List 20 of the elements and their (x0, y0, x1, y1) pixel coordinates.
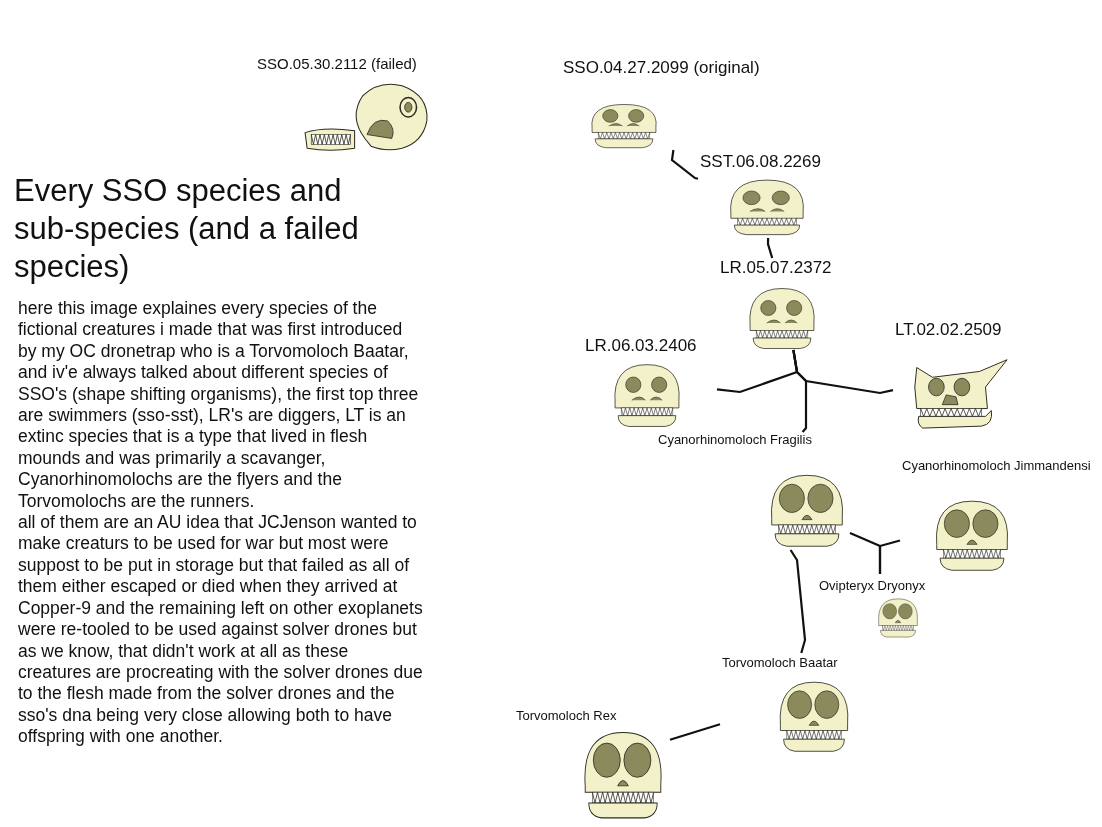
species-label: SST.06.08.2269 (700, 152, 821, 173)
species-label: Cyanorhinomoloch Fragilis (658, 432, 812, 448)
description-paragraph: here this image explaines every species of the fictional creatures i made that was first introduced by my OC dronetrap who is a Torvomoloch Baatar, and iv'e always talked about different species of SSO's (shape shifting organisms), the first top three are swimmers (sso-sst), LR's are diggers, LT is an extinc species that is a type that lived in flesh mounds and was primarily a scavanger, Cyanorhinomolochs are the flyers and the Torvomolochs are the runners. (18, 298, 420, 513)
connector-line (669, 723, 721, 741)
connector-line (878, 539, 901, 574)
connector-line (792, 349, 808, 433)
species-label: LT.02.02.2509 (895, 320, 1002, 341)
page-title: Every SSO species and sub-species (and a failed species) (14, 172, 360, 286)
species-label: LR.06.03.2406 (585, 336, 697, 357)
description-paragraph: all of them are an AU idea that JCJenson wanted to make creaturs to be used for war but most were suppost to be put in storage but that failed as all of them either escaped or died when they arrived at Copper-9 and the remaining left on other exoplanets were re-tooled to be used against solver drones but as we know, that didn't work at all as these creatures are procreating with the solver drones due to the flesh made from the solver drones and the sso's dna being very close allowing both to have offspring with one another. (18, 512, 423, 748)
species-label: Torvomoloch Rex (516, 708, 617, 724)
species-label: SSO.05.30.2112 (failed) (257, 55, 417, 73)
species-label: Ovipteryx Dryonyx (819, 578, 926, 594)
connector-line (670, 149, 699, 180)
species-label: Torvomoloch Baatar (722, 655, 838, 671)
connector-line (766, 238, 774, 259)
species-label: SSO.04.27.2099 (original) (563, 58, 760, 79)
connector-line (789, 549, 807, 654)
species-label: Cyanorhinomoloch Jimmandensi (902, 458, 1091, 474)
species-label: LR.05.07.2372 (720, 258, 832, 279)
